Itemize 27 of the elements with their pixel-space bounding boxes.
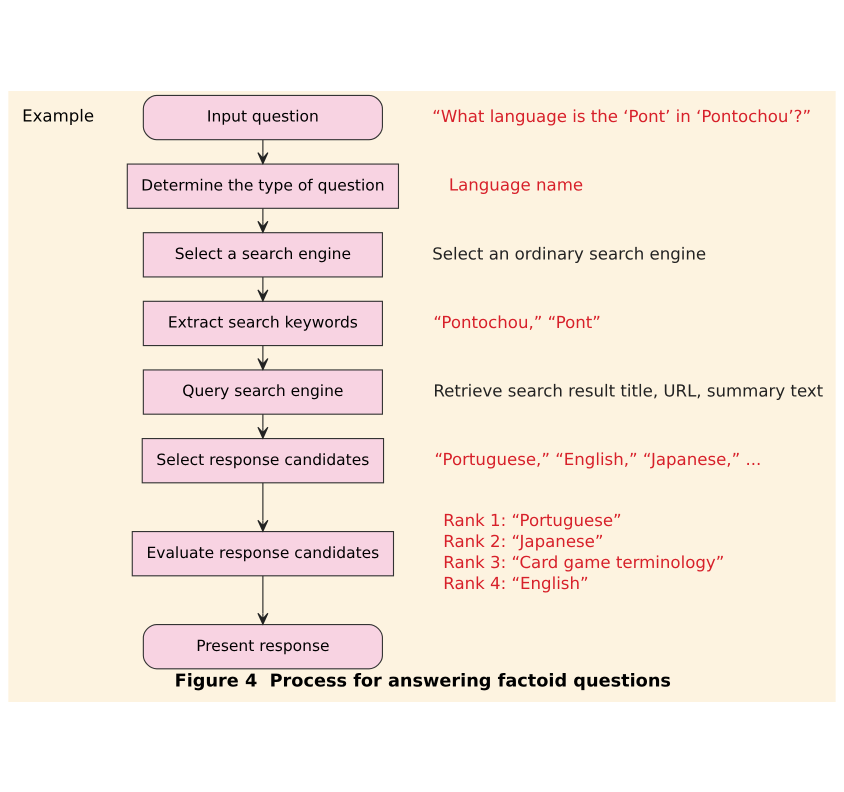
node-box: Select response candidates (142, 438, 384, 483)
node-label: “What language is the ‘Pont’ in ‘Pontochou’?” (432, 106, 812, 126)
node-box: Select a search engine (142, 232, 383, 277)
node-label: Rank 3: “Card game terminology” (443, 552, 724, 572)
arrow (257, 208, 268, 232)
node-label: Retrieve search result title, URL, summary text (433, 381, 824, 400)
arrow (257, 276, 268, 302)
arrow (257, 482, 268, 532)
arrow (257, 414, 268, 438)
arrow (257, 575, 268, 624)
node-label: “Portuguese,” “English,” “Japanese,” ... (434, 450, 762, 469)
arrow (257, 140, 268, 164)
caption: Figure 4 Process for answering factoid questions (174, 670, 671, 691)
node-box: Extract search keywords (142, 300, 383, 346)
node-label: Rank 4: “English” (443, 574, 589, 593)
node-box: Present response (142, 623, 383, 669)
node-label: Language name (448, 175, 584, 194)
node-label: Rank 1: “Portuguese” (443, 510, 622, 530)
node-label: Rank 2: “Japanese” (443, 532, 604, 551)
arrow (257, 345, 268, 370)
node-box: Input question (142, 94, 383, 140)
node-box: Evaluate response candidates (132, 530, 394, 576)
node-label: “Pontochou,” “Pont” (433, 312, 601, 332)
node-label: Select an ordinary search engine (432, 244, 706, 263)
node-box: Query search engine (142, 368, 383, 414)
node-box: Determine the type of question (126, 163, 400, 208)
label: Example (22, 106, 94, 125)
